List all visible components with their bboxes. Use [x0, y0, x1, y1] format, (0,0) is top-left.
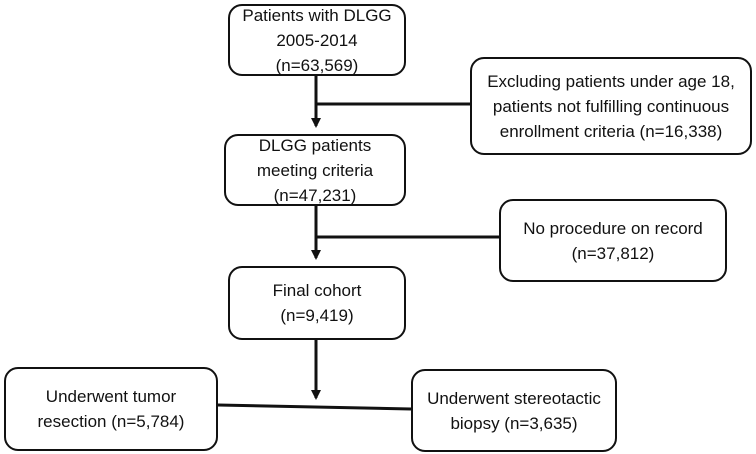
no-procedure-box: No procedure on record (n=37,812)	[499, 199, 727, 282]
resection-box-line-1: Underwent tumor	[45, 387, 177, 406]
patients-box-line-1: Patients with DLGG	[242, 5, 392, 25]
no-procedure-box-line-2: (n=37,812)	[571, 243, 655, 263]
final-cohort-box: Final cohort (n=9,419)	[228, 266, 406, 340]
meeting-box-line-1: DLGG patients	[258, 135, 372, 155]
patients-box-line-3: (n=63,569)	[275, 55, 359, 75]
exclusion-box-line-1: Excluding patients under age 18,	[487, 71, 735, 91]
stereotactic-biopsy-box: Underwent stereotactic biopsy (n=3,635)	[411, 369, 617, 452]
final-cohort-box-line-2: (n=9,419)	[280, 306, 354, 325]
meeting-box-line-3: (n=47,231)	[273, 185, 357, 205]
meeting-criteria-box: DLGG patients meeting criteria (n=47,231…	[224, 134, 406, 206]
exclusion-box-line-2: patients not fulfilling continuous	[492, 96, 730, 116]
final-cohort-box-line-1: Final cohort	[272, 281, 362, 300]
no-procedure-box-line-1: No procedure on record	[523, 218, 703, 238]
tumor-resection-box: Underwent tumor resection (n=5,784)	[4, 367, 218, 451]
connector-outcome-split	[217, 403, 412, 411]
resection-box-line-2: resection (n=5,784)	[37, 412, 185, 431]
exclusion-box-line-3: enrollment criteria (n=16,338)	[499, 121, 723, 141]
patients-box-line-2: 2005-2014	[276, 30, 358, 50]
biopsy-box-line-2: biopsy (n=3,635)	[450, 413, 578, 433]
meeting-box-line-2: meeting criteria	[256, 160, 374, 180]
patients-with-dlgg-box: Patients with DLGG 2005-2014 (n=63,569)	[228, 4, 406, 76]
exclusion-criteria-box: Excluding patients under age 18, patient…	[470, 57, 752, 155]
biopsy-box-line-1: Underwent stereotactic	[427, 388, 601, 408]
